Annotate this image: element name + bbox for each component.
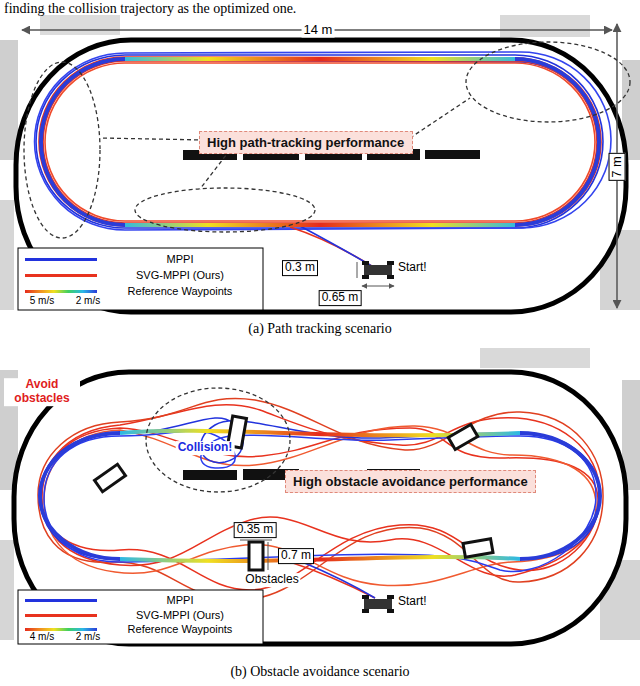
body-text: finding the collision trajectory as the … — [4, 1, 296, 17]
speed-label: 2 m/s — [76, 631, 100, 643]
map-background — [0, 15, 640, 312]
robot — [362, 595, 394, 613]
map-background — [0, 348, 640, 644]
legend-sample — [25, 258, 97, 261]
start-label: Start! — [398, 261, 427, 275]
dimension-label: 0.35 m — [234, 522, 277, 538]
dimension-label: 7 m — [609, 153, 626, 181]
dimension-label: 0.3 m — [282, 260, 318, 276]
box-text: High path-tracking performance — [207, 135, 404, 150]
legend-text: Reference Waypoints — [128, 623, 233, 635]
reference-waypoints — [40, 431, 600, 561]
legend-sample — [25, 628, 97, 631]
trajectories — [35, 52, 611, 268]
reference-waypoints — [41, 59, 599, 225]
speed-label: 2 m/s — [76, 295, 100, 307]
highlight-box: High obstacle avoidance performance — [285, 470, 536, 493]
legend-sample — [25, 290, 97, 293]
legend-text: MPPI — [167, 594, 194, 606]
robot — [362, 261, 394, 279]
speed-label: 5 m/s — [30, 295, 54, 307]
speed-label: 4 m/s — [30, 631, 54, 643]
start-label: Start! — [398, 595, 427, 609]
highlight-box: High path-tracking performance — [199, 131, 413, 154]
box-text: High obstacle avoidance performance — [293, 474, 528, 489]
legend-sample — [25, 599, 97, 602]
legend-text: Reference Waypoints — [128, 285, 233, 297]
legend-sample — [25, 274, 97, 277]
legend-text: MPPI — [167, 253, 194, 265]
obstacles — [95, 416, 493, 570]
legend-sample — [25, 614, 97, 617]
dimension-label: 14 m — [302, 23, 335, 38]
dimension-label: 0.7 m — [278, 548, 314, 564]
trajectories — [38, 398, 603, 600]
obstacle-label: Obstacles — [243, 573, 300, 587]
legend-text: SVG-MPPI (Ours) — [136, 609, 224, 621]
callout-label: Collision! — [176, 441, 235, 455]
callout-label: Avoid obstacles — [4, 378, 80, 406]
legend-text: SVG-MPPI (Ours) — [136, 269, 224, 281]
dimension-label: 0.65 m — [319, 290, 362, 306]
subcaption: (a) Path tracking scenario — [248, 321, 391, 337]
subcaption: (b) Obstacle avoidance scenario — [230, 664, 409, 680]
